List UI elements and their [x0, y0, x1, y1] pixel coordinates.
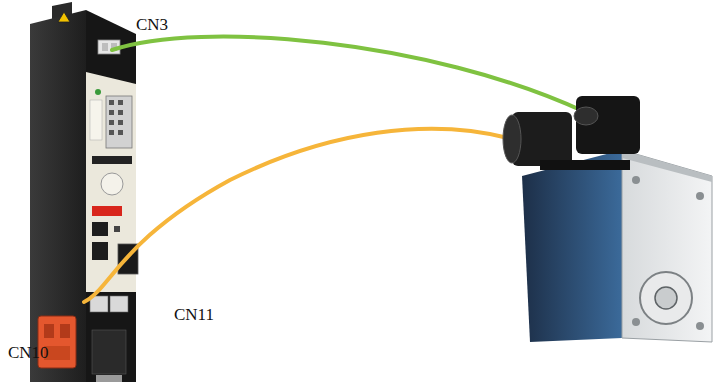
servo-drive-part — [106, 96, 132, 148]
servo-drive-part — [92, 222, 108, 236]
servo-drive — [30, 2, 138, 382]
servo-motor-part — [632, 318, 640, 326]
servo-drive-part — [92, 206, 122, 216]
cables — [84, 37, 585, 302]
servo-drive-part — [109, 100, 123, 135]
servo-drive-part — [114, 226, 120, 232]
servo-drive-part — [102, 43, 108, 51]
servo-drive-part-part — [109, 110, 114, 115]
servo-drive-part-part — [109, 100, 114, 105]
servo-drive-part-part — [118, 100, 123, 105]
servo-motor-part — [696, 322, 704, 330]
servo-motor-part — [632, 176, 640, 184]
servo-drive-part-part — [118, 110, 123, 115]
servo-drive-part — [92, 330, 126, 374]
connector-label: CN10 — [8, 344, 49, 363]
servo-drive-part-part — [118, 120, 123, 125]
servo-drive-part — [58, 12, 70, 22]
servo-motor-part — [574, 107, 598, 125]
servo-drive-part — [60, 324, 70, 338]
servo-drive-part — [110, 296, 128, 312]
servo-drive-part — [92, 156, 132, 164]
servo-motor — [503, 96, 712, 342]
servo-drive-part — [101, 173, 123, 195]
servo-drive-part-part — [109, 120, 114, 125]
servo-motor-part — [503, 115, 521, 163]
cables-part — [112, 37, 585, 112]
servo-drive-part — [90, 100, 102, 140]
servo-drive-part — [44, 324, 54, 338]
servo-motor-part — [655, 287, 677, 309]
connector-label: CN11 — [174, 306, 214, 325]
servo-drive-part — [30, 10, 86, 382]
servo-drive-part-part — [109, 130, 114, 135]
servo-motor-part — [540, 160, 630, 170]
servo-motor-part — [696, 192, 704, 200]
servo-motor-part — [522, 150, 622, 342]
connector-label: CN3 — [136, 16, 168, 35]
servo-drive-part — [95, 89, 101, 95]
servo-drive-part — [96, 375, 122, 382]
servo-drive-part-part — [118, 130, 123, 135]
cables-part — [84, 129, 508, 302]
servo-drive-part — [92, 242, 108, 260]
servo-motor-part — [640, 272, 692, 324]
servo-drive-part — [86, 10, 136, 382]
servo-motor-part — [622, 150, 712, 342]
